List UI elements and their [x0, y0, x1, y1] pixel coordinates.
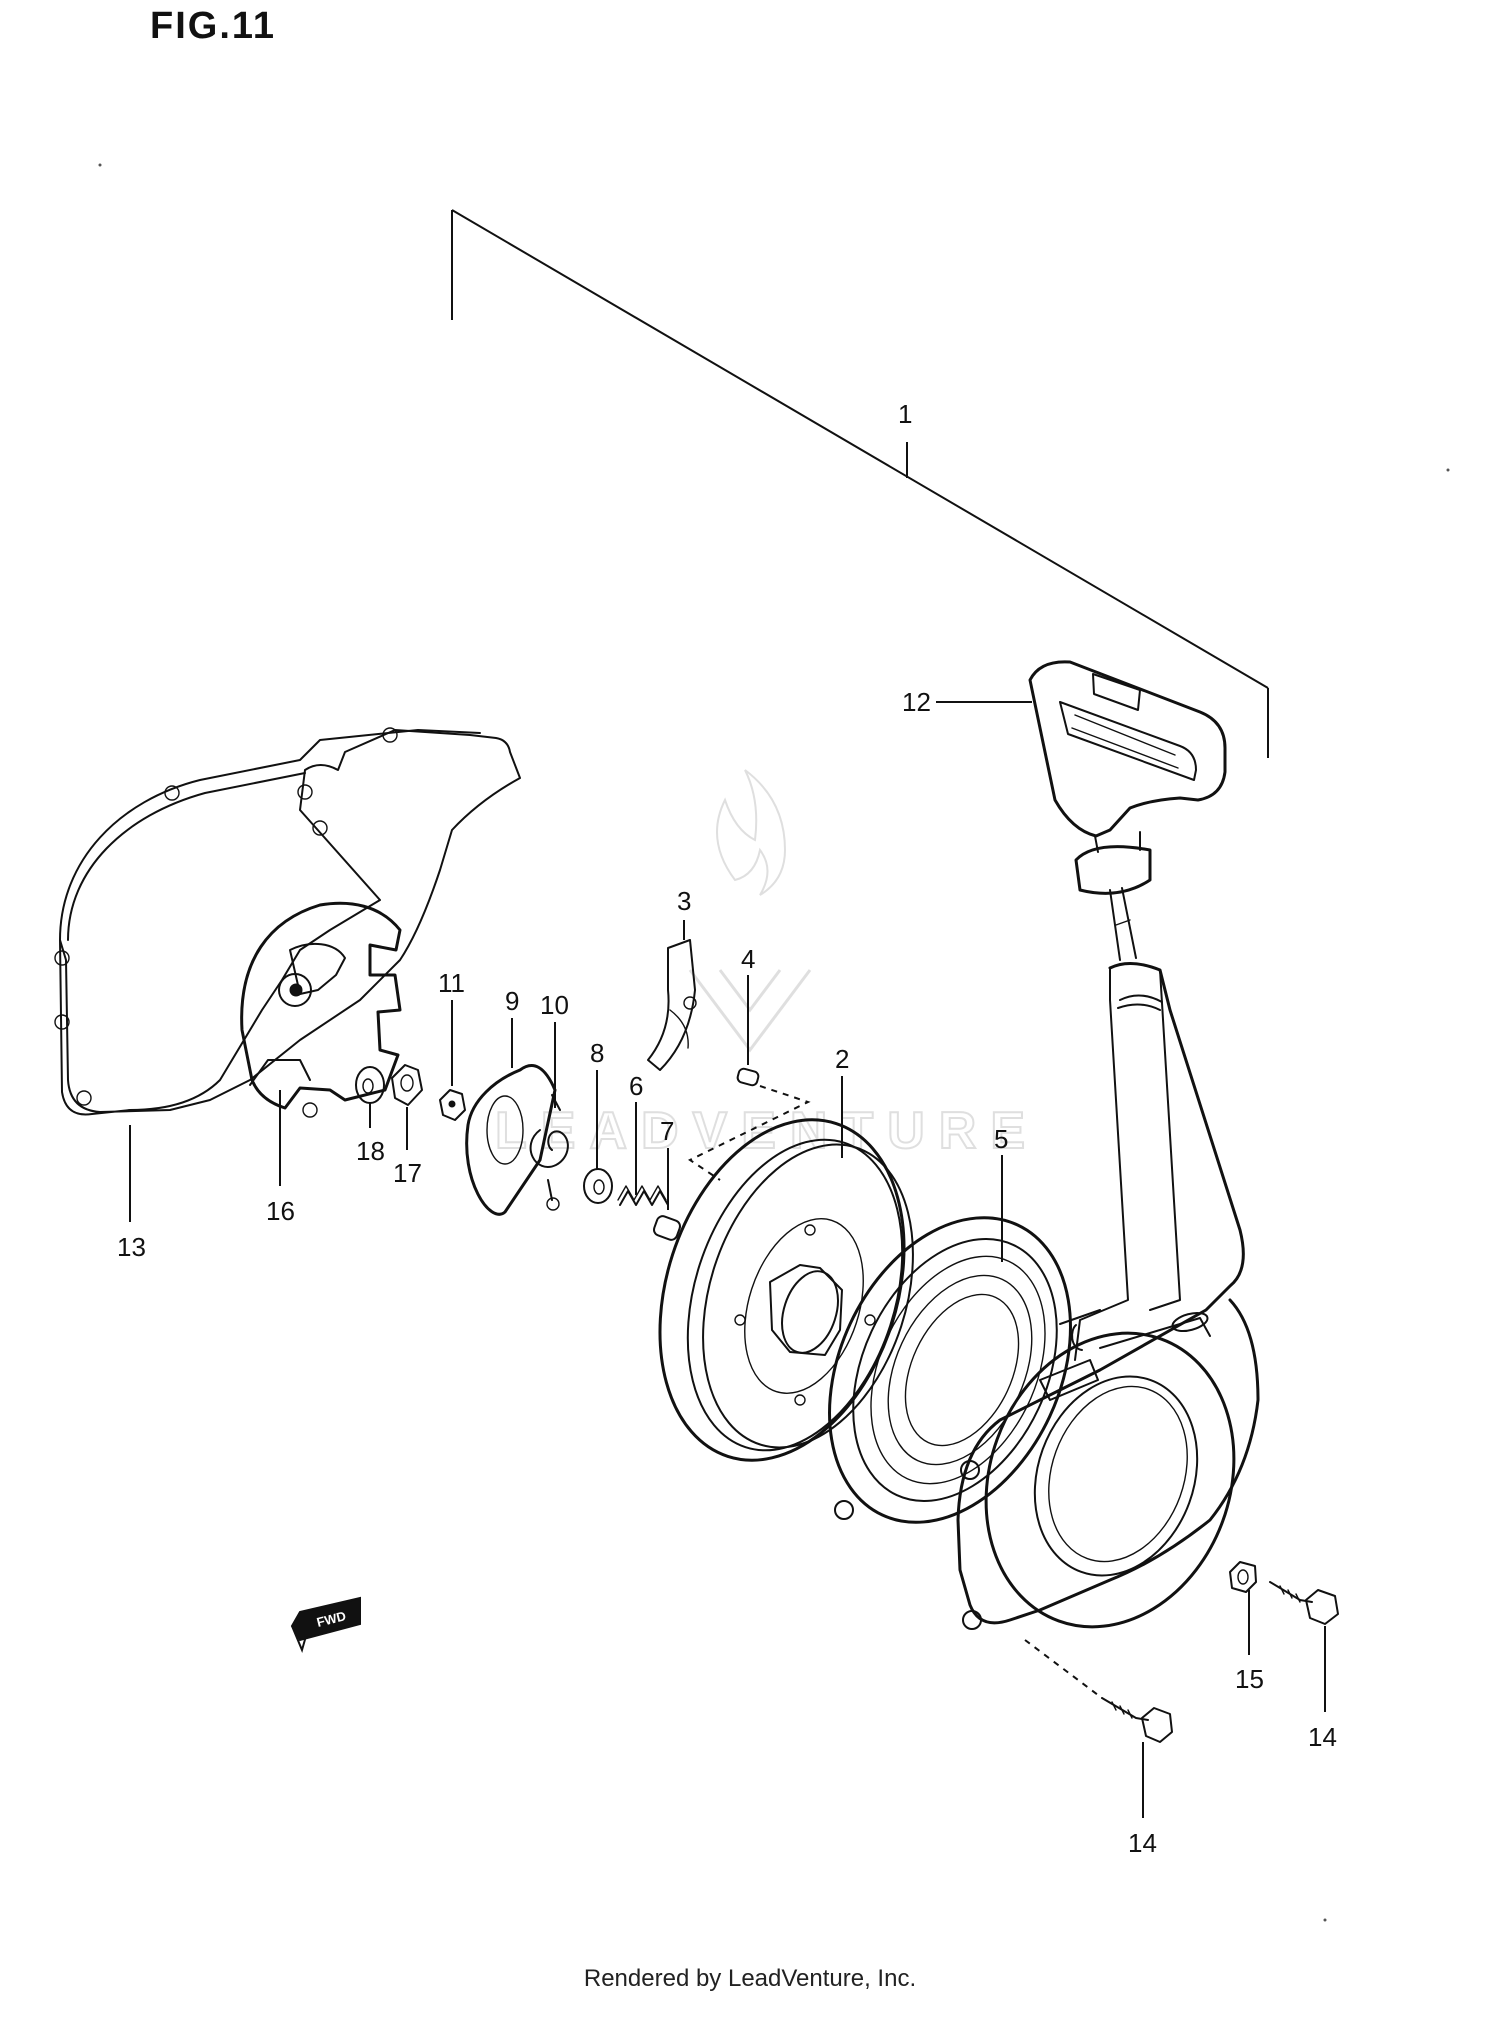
alignment-lines — [688, 1085, 811, 1181]
pawl-part-3 — [647, 920, 697, 1071]
callout-17: 17 — [393, 1158, 422, 1188]
callout-15: 15 — [1235, 1664, 1264, 1694]
nut-part-17 — [391, 1064, 423, 1150]
callout-4: 4 — [741, 944, 755, 974]
callout-18: 18 — [356, 1136, 385, 1166]
callout-9: 9 — [505, 986, 519, 1016]
fwd-marker: FWD — [290, 1596, 361, 1654]
pin-part-4 — [736, 975, 760, 1087]
callout-14-right: 14 — [1308, 1722, 1337, 1752]
watermark-text: LEADVENTURE — [495, 1102, 1039, 1160]
bolt-part-14-bottom — [1024, 1639, 1173, 1818]
callout-2: 2 — [835, 1044, 849, 1074]
callout-7: 7 — [660, 1116, 674, 1146]
reel-part-2 — [658, 1076, 914, 1462]
watermark: LEADVENTURE — [494, 769, 1039, 1161]
drive-plate-part-16 — [240, 901, 402, 1186]
starter-case — [956, 962, 1260, 1630]
callout-10: 10 — [540, 990, 569, 1020]
callout-8: 8 — [590, 1038, 604, 1068]
friction-plate-part-9 — [465, 1018, 557, 1216]
washer-part-8 — [583, 1070, 613, 1204]
spring-part-5 — [828, 1155, 1072, 1524]
callout-1-bracket — [451, 209, 1269, 758]
callout-6: 6 — [629, 1071, 643, 1101]
callout-14-bottom: 14 — [1128, 1828, 1157, 1858]
gasket-part-13 — [54, 727, 521, 1222]
spring-part-6 — [617, 1102, 669, 1206]
figure-title: FIG.11 — [150, 5, 276, 47]
footer-credit: Rendered by LeadVenture, Inc. — [583, 1965, 917, 1992]
callout-16: 16 — [266, 1196, 295, 1226]
callout-12: 12 — [902, 687, 931, 717]
collar-part-7 — [652, 1148, 682, 1241]
spring-part-10 — [529, 1022, 569, 1211]
callout-3: 3 — [677, 886, 691, 916]
fwd-label: FWD — [315, 1608, 347, 1630]
callout-13: 13 — [117, 1232, 146, 1262]
washer-part-18 — [355, 1066, 385, 1128]
callout-5: 5 — [994, 1124, 1008, 1154]
bolt-part-14-right — [1269, 1581, 1339, 1712]
washer-part-15 — [1229, 1561, 1257, 1655]
nut-part-11 — [439, 1000, 466, 1121]
callout-11: 11 — [438, 968, 465, 998]
callout-1: 1 — [898, 399, 912, 429]
handle-part-12 — [936, 660, 1227, 961]
